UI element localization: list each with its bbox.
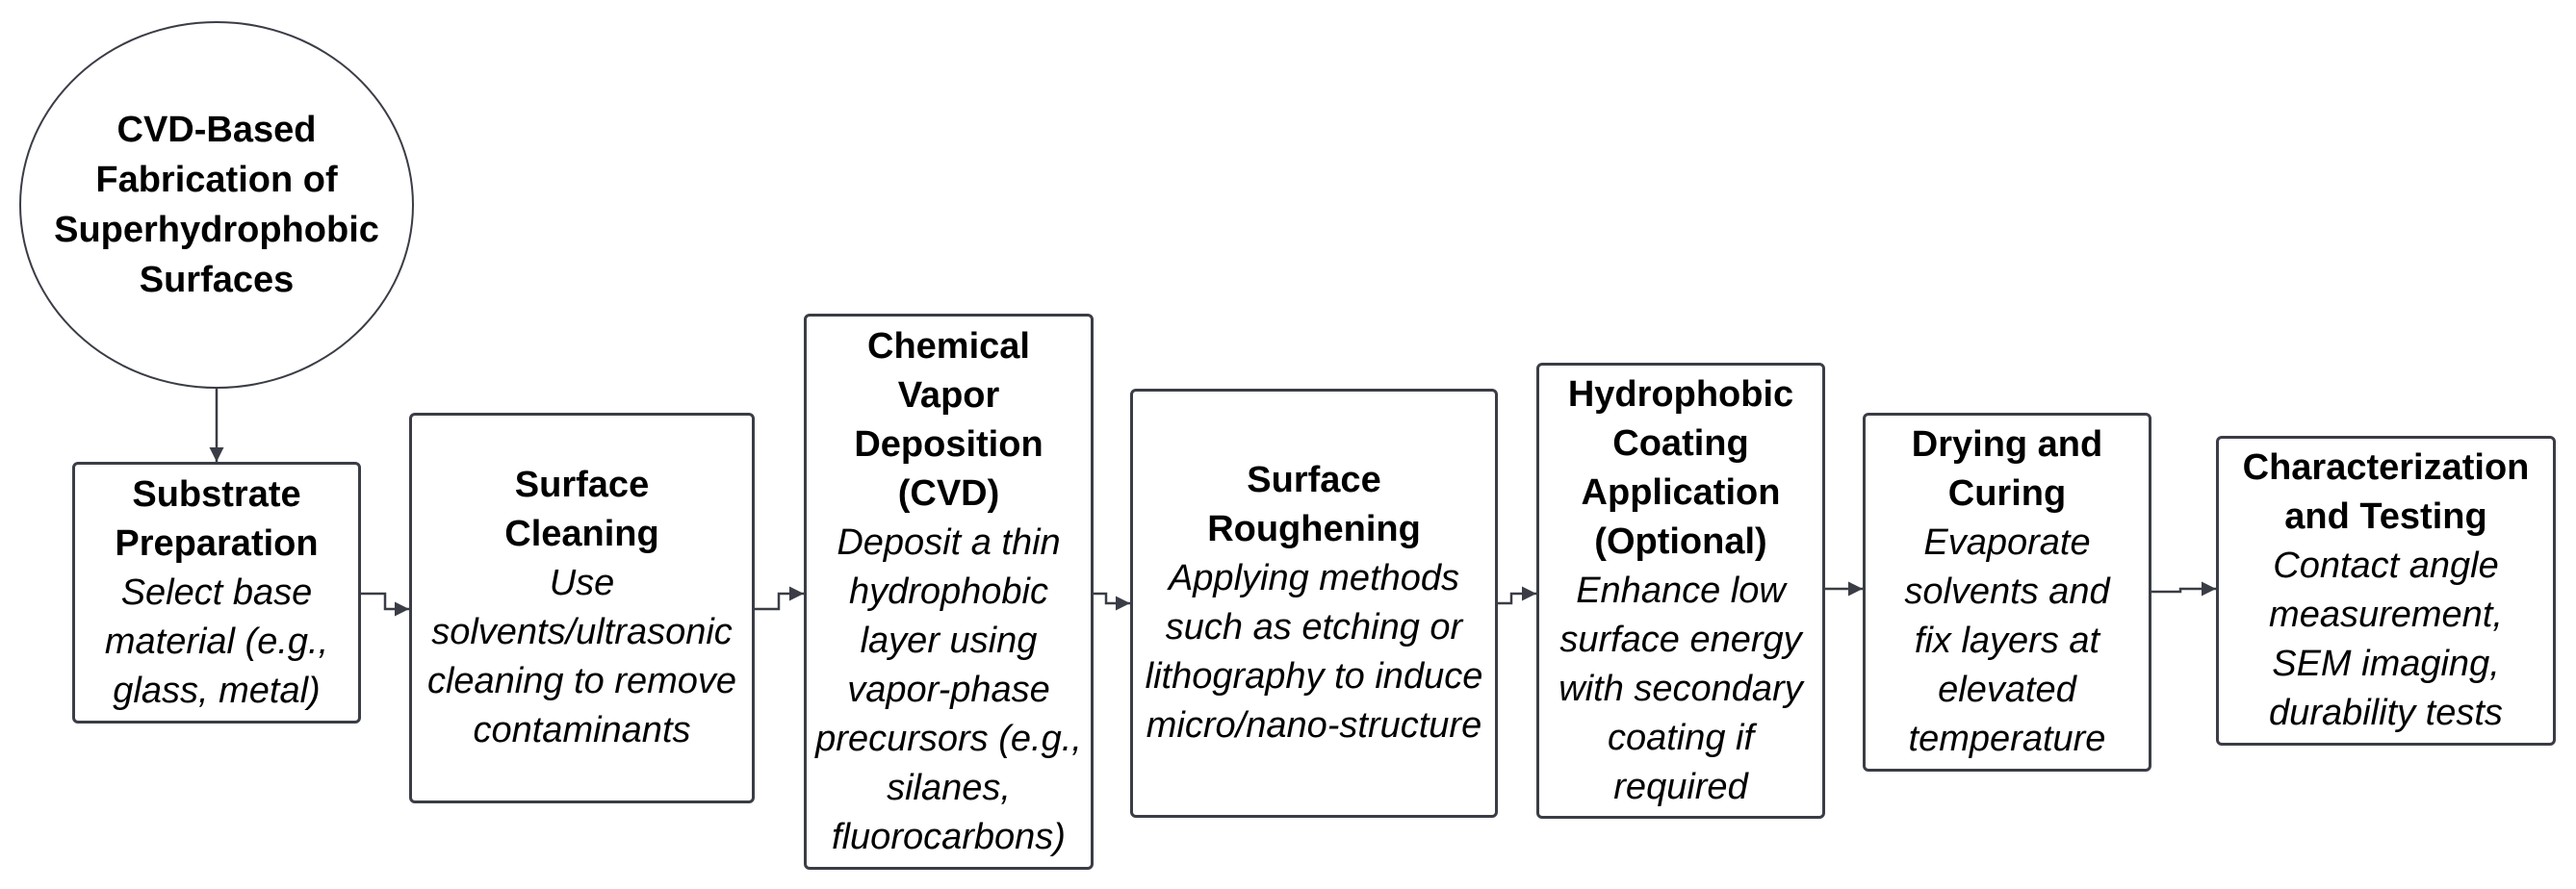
step-description: Use solvents/ultrasonic cleaning to remo… <box>426 563 737 750</box>
start-node-title: CVD-Based Fabrication of Superhydrophobi… <box>54 110 379 300</box>
step-chemical-vapor-deposition: Chemical Vapor Deposition (CVD) Deposit … <box>804 314 1094 870</box>
start-node: CVD-Based Fabrication of Superhydrophobi… <box>19 21 414 389</box>
step-drying-curing: Drying and Curing Evaporate solvents and… <box>1863 413 2151 772</box>
step-description: Deposit a thin hydrophobic layer using v… <box>815 521 1082 857</box>
step-characterization-testing: Characterization and Testing Contact ang… <box>2216 436 2556 746</box>
step-description: Applying methods such as etching or lith… <box>1145 558 1483 746</box>
step-hydrophobic-coating: Hydrophobic Coating Application (Optiona… <box>1536 363 1825 819</box>
connector-cleaning-to-cvd <box>754 586 804 611</box>
step-description: Evaporate solvents and fix layers at ele… <box>1904 522 2110 759</box>
step-surface-roughening: Surface Roughening Applying methods such… <box>1130 389 1498 818</box>
step-substrate-preparation: Substrate Preparation Select base materi… <box>72 462 361 724</box>
step-title: Hydrophobic Coating Application (Optiona… <box>1567 373 1794 562</box>
step-title: Substrate Preparation <box>115 473 319 564</box>
connector-cvd-to-roughening <box>1093 592 1130 611</box>
step-title: Drying and Curing <box>1911 424 2103 514</box>
connector-roughening-to-coating <box>1497 586 1536 605</box>
step-description: Enhance low surface energy with secondar… <box>1558 570 1803 807</box>
step-title: Characterization and Testing <box>2242 447 2530 537</box>
step-description: Contact angle measurement, SEM imaging, … <box>2269 546 2503 733</box>
connector-drying-to-testing <box>2151 581 2216 597</box>
step-description: Select base material (e.g., glass, metal… <box>104 572 329 711</box>
connector-substrate-to-cleaning <box>360 592 409 617</box>
step-surface-cleaning: Surface Cleaning Use solvents/ultrasonic… <box>409 413 755 803</box>
step-title: Surface Roughening <box>1207 460 1421 549</box>
step-title: Surface Cleaning <box>504 465 659 554</box>
step-title: Chemical Vapor Deposition (CVD) <box>854 325 1043 514</box>
